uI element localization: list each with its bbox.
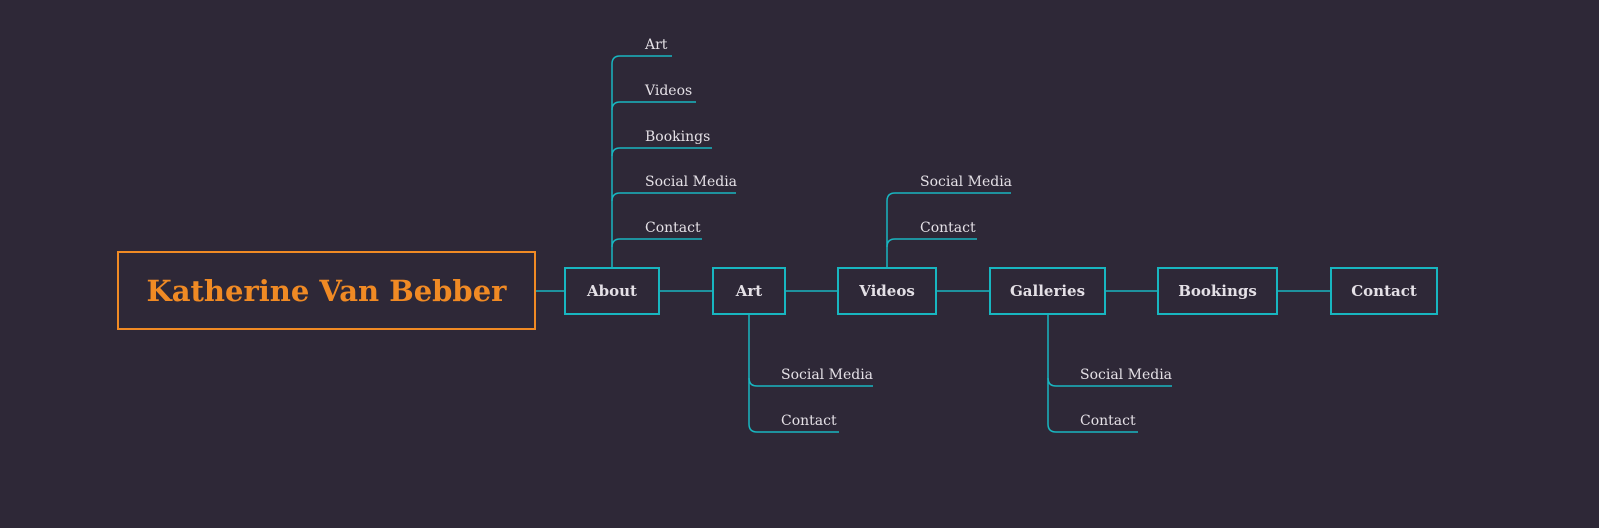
link-about-social-sub <box>611 192 736 202</box>
nav-node-galleries[interactable]: Galleries <box>989 267 1106 315</box>
link-about-videos-sub <box>611 101 696 111</box>
root-label: Katherine Van Bebber <box>146 273 507 308</box>
link-about-contact-sub <box>611 238 702 248</box>
link-galleries-contact-sub <box>1047 378 1138 433</box>
nav-node-bookings[interactable]: Bookings <box>1157 267 1278 315</box>
nav-node-art-label: Art <box>735 282 763 300</box>
nav-node-bookings-label: Bookings <box>1178 282 1257 300</box>
nav-node-art[interactable]: Art <box>712 267 786 315</box>
about-sub-contact[interactable]: Contact <box>645 220 701 236</box>
videos-sub-contact[interactable]: Contact <box>920 220 976 236</box>
galleries-sub-social-media[interactable]: Social Media <box>1080 367 1173 383</box>
nav-node-videos-label: Videos <box>859 282 915 300</box>
link-art-contact-sub <box>748 378 839 433</box>
videos-sub-social-media[interactable]: Social Media <box>920 174 1013 190</box>
nav-node-videos[interactable]: Videos <box>837 267 937 315</box>
link-videos-contact-sub <box>886 238 977 248</box>
nav-node-about[interactable]: About <box>564 267 660 315</box>
about-sub-social-media[interactable]: Social Media <box>645 174 738 190</box>
galleries-sub-contact[interactable]: Contact <box>1080 413 1136 429</box>
link-about-art-sub <box>611 55 672 65</box>
art-sub-social-media[interactable]: Social Media <box>781 367 874 383</box>
nav-node-contact-label: Contact <box>1351 282 1417 300</box>
about-sub-bookings[interactable]: Bookings <box>645 129 711 145</box>
about-sub-art[interactable]: Art <box>645 37 668 53</box>
nav-node-contact[interactable]: Contact <box>1330 267 1438 315</box>
root-node: Katherine Van Bebber <box>117 251 536 330</box>
link-videos-social-sub <box>886 192 1011 202</box>
nav-node-galleries-label: Galleries <box>1009 282 1086 300</box>
art-sub-contact[interactable]: Contact <box>781 413 837 429</box>
nav-node-about-label: About <box>587 282 637 300</box>
link-about-bookings-sub <box>611 147 712 157</box>
about-sub-videos[interactable]: Videos <box>645 83 693 99</box>
